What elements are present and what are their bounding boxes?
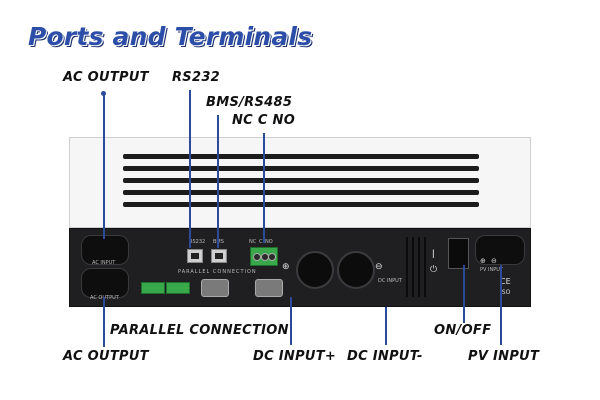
pv-minus-icon: ⊖ (491, 257, 497, 265)
label-ac-output-bottom: AC OUTPUT (63, 349, 149, 364)
parallel-db-port-1[interactable] (201, 279, 229, 297)
label-ac-output-top: AC OUTPUT (63, 70, 149, 85)
pv-input-text: PV INPUT (480, 267, 503, 273)
rs232-text: RS232 (189, 239, 206, 245)
dc-input-minus-terminal[interactable] (337, 251, 375, 289)
bms-port[interactable] (211, 249, 227, 263)
dc-input-text: DC INPUT (378, 278, 402, 284)
vent-line (406, 237, 408, 297)
rs232-port[interactable] (187, 249, 203, 263)
leader-dot (101, 91, 106, 96)
label-bms-rs485: BMS/RS485 (206, 95, 293, 110)
pv-plus-icon: ⊕ (480, 257, 486, 265)
terminal-screw (253, 253, 261, 261)
relay-terminal[interactable] (250, 247, 278, 266)
leader-dc-input-minus (385, 307, 387, 345)
parallel-connection-text: PARALLEL CONNECTION (178, 269, 257, 275)
vent-line (412, 237, 414, 297)
nc-text: NC (249, 239, 257, 245)
dc-input-plus-terminal[interactable] (296, 251, 334, 289)
leader-ac-output-bottom (103, 297, 105, 347)
parallel-db-port-2[interactable] (255, 279, 283, 297)
no-text: NO (265, 239, 273, 245)
indicator-icon: ǀ (432, 249, 435, 259)
inverter-device: AC INPUT AC OUTPUT RS232 BMS NC C NO PAR… (69, 137, 531, 307)
minus-icon: ⊖ (375, 262, 383, 272)
label-rs232: RS232 (172, 70, 221, 85)
leader-bms (217, 115, 219, 248)
ac-input-text: AC INPUT (92, 260, 116, 266)
leader-pv-input (500, 265, 502, 345)
label-nc-c-no: NC C NO (232, 113, 296, 128)
top-panel (69, 137, 531, 228)
label-on-off: ON/OFF (434, 323, 492, 338)
plus-icon: ⊕ (282, 262, 290, 272)
leader-nc-c-no (263, 133, 265, 243)
vent-slot (123, 166, 479, 171)
vent-line (418, 237, 420, 297)
leader-ac-output-top (103, 93, 105, 239)
vent-line (424, 237, 426, 297)
ac-output-plug[interactable] (81, 268, 129, 298)
terminal-screw (268, 253, 276, 261)
pv-input-plug[interactable] (475, 235, 525, 265)
vent-slot (123, 190, 479, 195)
label-dc-input-minus: DC INPUT- (347, 349, 423, 364)
leader-dc-input-plus (290, 297, 292, 345)
ce-mark-icon: CE (500, 277, 511, 286)
label-parallel-connection: PARALLEL CONNECTION (110, 323, 289, 338)
parallel-terminal-left[interactable] (141, 282, 165, 294)
iso-mark-icon: ISO (500, 289, 511, 296)
c-text: C (259, 239, 263, 245)
page-title: Ports and Terminals (28, 22, 313, 51)
vent-slot (123, 154, 479, 159)
ac-input-plug[interactable] (81, 235, 129, 265)
bottom-panel: AC INPUT AC OUTPUT RS232 BMS NC C NO PAR… (69, 228, 531, 307)
label-dc-input-plus: DC INPUT+ (253, 349, 337, 364)
power-icon: ⏻ (430, 265, 438, 275)
vent-slot (123, 178, 479, 183)
leader-on-off (463, 265, 465, 323)
label-pv-input: PV INPUT (468, 349, 540, 364)
parallel-terminal-right[interactable] (166, 282, 190, 294)
leader-rs232 (189, 90, 191, 248)
vent-slot (123, 202, 479, 207)
on-off-switch[interactable] (448, 238, 469, 269)
